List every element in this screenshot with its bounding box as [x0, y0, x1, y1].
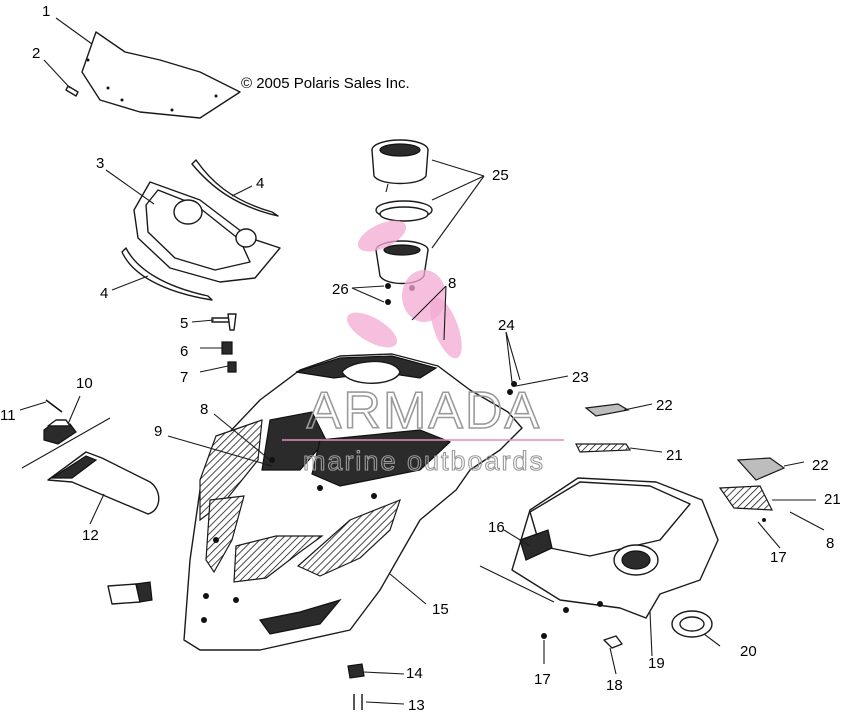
callout-25: 25 [492, 167, 509, 184]
callout-8: 8 [448, 275, 456, 292]
push-rivet-part [541, 518, 766, 639]
callout-12: 12 [82, 527, 99, 544]
copyright-notice: © 2005 Polaris Sales Inc. [241, 75, 410, 92]
spring-clip-part [200, 341, 233, 355]
watermark-brand: ARMADA [307, 382, 541, 440]
windshield-screw-part [65, 85, 79, 97]
callout-5: 5 [180, 315, 188, 332]
callout-9: 9 [154, 423, 162, 440]
callout-10: 10 [76, 375, 93, 392]
callout-18: 18 [606, 677, 623, 694]
callout-2: 2 [32, 45, 40, 62]
pin-part [45, 399, 63, 413]
windshield-part [81, 31, 241, 119]
callout-21: 21 [824, 491, 841, 508]
decal-part [584, 403, 786, 481]
headlight-part [133, 181, 281, 283]
callout-17: 17 [534, 671, 551, 688]
bracket-part [603, 635, 623, 649]
callout-24: 24 [498, 317, 515, 334]
console-part [479, 477, 719, 619]
grommet-part [671, 610, 713, 638]
callout-3: 3 [96, 155, 104, 172]
callout-21: 21 [666, 447, 683, 464]
callout-15: 15 [432, 601, 449, 618]
callout-4: 4 [100, 285, 108, 302]
gauge-housing-part [371, 139, 433, 285]
vent-part [575, 443, 773, 511]
callout-6: 6 [180, 343, 188, 360]
callout-23: 23 [572, 369, 589, 386]
handle-cover-part [21, 417, 160, 515]
callout-20: 20 [740, 643, 757, 660]
clip-bracket-part [43, 419, 77, 445]
bolt-part [211, 313, 237, 331]
leader-lines [19, 17, 825, 705]
callout-1: 1 [42, 3, 50, 20]
callout-13: 13 [408, 697, 425, 712]
stud-part [353, 694, 363, 710]
screw-part [507, 381, 517, 395]
callout-8: 8 [826, 535, 834, 552]
plug-part [107, 581, 153, 605]
latch-part [347, 663, 365, 679]
armada-watermark: ARMADA marine outboards [282, 220, 564, 477]
callout-4: 4 [256, 175, 264, 192]
watermark-tagline: marine outboards [303, 446, 545, 476]
callout-19: 19 [648, 655, 665, 672]
callout-labels: 1 2 3 4 4 5 6 7 8 8 8 9 10 11 12 13 14 1… [0, 3, 841, 712]
callout-17: 17 [770, 549, 787, 566]
callout-14: 14 [406, 665, 423, 682]
callout-11: 11 [0, 407, 16, 424]
callout-22: 22 [812, 457, 829, 474]
callout-7: 7 [180, 369, 188, 386]
callout-8: 8 [200, 401, 208, 418]
callout-16: 16 [488, 519, 505, 536]
hood-part [183, 353, 523, 651]
callout-26: 26 [332, 281, 349, 298]
clip-part [199, 361, 237, 373]
headlight-trim-part [121, 159, 279, 301]
callout-22: 22 [656, 397, 673, 414]
